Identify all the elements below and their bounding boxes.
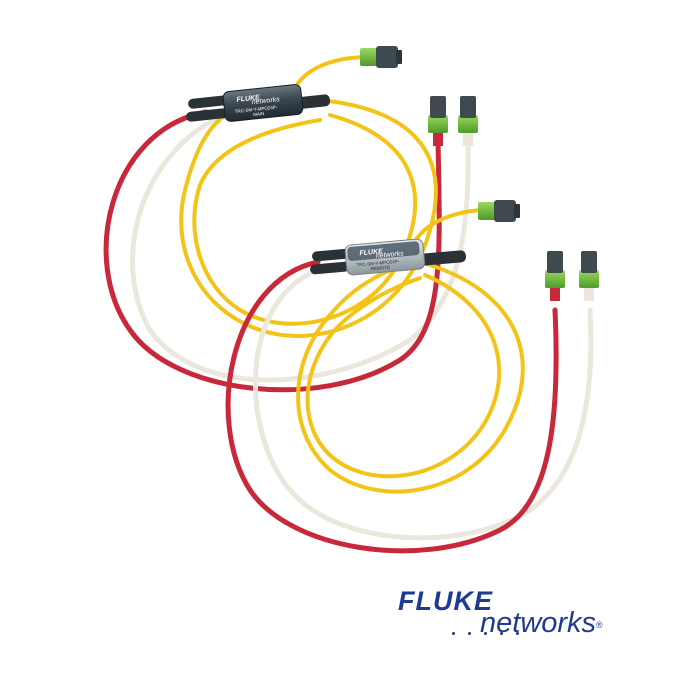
main-red-connector (428, 96, 448, 146)
remote-splitter-brand: FLUKE (359, 248, 383, 257)
remote-mpo-connector-top (478, 200, 520, 222)
brand-logo-networks: networks® (480, 609, 603, 638)
yellow-cable-main-outer (179, 98, 438, 338)
main-splitter: FLUKE networks TRC-SM-Y-MPO24P- MAIN (186, 84, 331, 122)
brand-logo-fluke: FLUKE (398, 586, 493, 616)
white-cable-main (130, 110, 471, 383)
white-cable-remote (252, 267, 594, 541)
main-splitter-brand-sub: networks (252, 96, 281, 106)
registered-mark: ® (596, 620, 603, 630)
main-splitter-brand: FLUKE (236, 94, 260, 103)
remote-splitter-role: REMOTE (371, 265, 391, 272)
remote-red-connector (545, 251, 565, 301)
main-mpo-connector-top (360, 46, 402, 68)
main-white-connector (458, 96, 478, 146)
remote-splitter-model: TRC-SM-Y-MPO24P- (356, 259, 400, 268)
yellow-cable-remote-inner (305, 273, 502, 479)
red-cable-remote (225, 259, 559, 554)
brand-logo-dots (452, 632, 519, 635)
red-cable-main (103, 109, 442, 393)
yellow-lead-main (290, 55, 367, 97)
remote-splitter: FLUKE networks TRC-SM-Y-MPO24P- REMOTE (310, 238, 467, 276)
remote-white-connector (579, 251, 599, 301)
main-splitter-role: MAIN (253, 111, 265, 117)
yellow-cable-remote-outer (296, 260, 525, 494)
main-splitter-model: TRC-SM-Y-MPO24P- (234, 104, 278, 114)
brand-logo-networks-text: networks (480, 607, 597, 639)
remote-splitter-brand-sub: networks (376, 250, 405, 259)
